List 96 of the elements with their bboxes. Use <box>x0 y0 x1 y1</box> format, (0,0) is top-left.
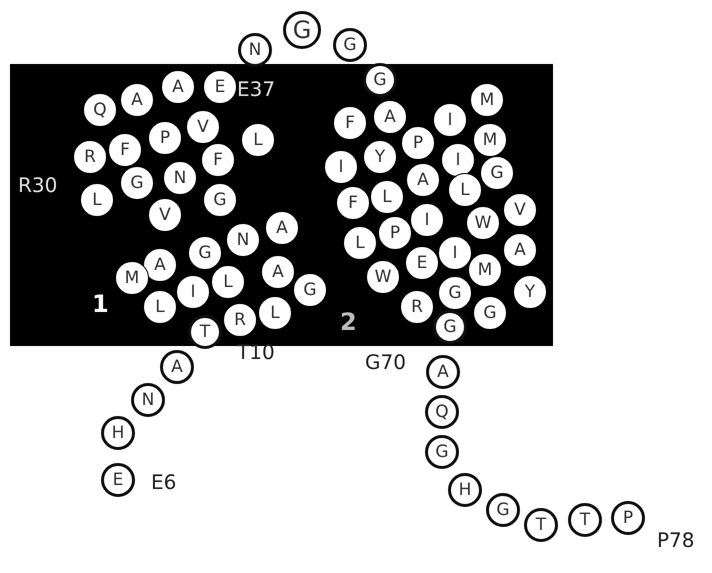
residue-letter: L <box>355 234 365 252</box>
residue-circle <box>611 501 645 535</box>
residue-letter: L <box>223 274 233 290</box>
residue-letter: T <box>200 324 210 340</box>
residue-letter: G <box>448 284 462 302</box>
residue-letter: W <box>374 268 392 286</box>
residue-letter: F <box>345 114 355 132</box>
residue-letter: N <box>236 232 250 248</box>
residue-letter: W <box>474 214 492 232</box>
residue-letter: A <box>417 172 429 188</box>
residue-letter: A <box>437 364 449 380</box>
residue-letter: P <box>622 510 634 526</box>
residue-letter: G <box>343 36 357 54</box>
residue-letter: L <box>253 132 263 148</box>
residue-circle <box>425 435 459 469</box>
residue-circle <box>524 508 558 542</box>
residue-circle <box>486 493 520 527</box>
residue-letter: V <box>197 118 209 136</box>
residue-number: G70 <box>365 352 406 372</box>
residue-letter: N <box>174 170 186 186</box>
residue-letter: Y <box>374 148 386 166</box>
residue-letter: H <box>112 424 124 442</box>
residue-letter: L <box>155 298 165 316</box>
residue-letter: E <box>416 254 428 272</box>
residue-letter: G <box>303 282 317 298</box>
residue-letter: E <box>112 472 124 488</box>
residue-letter: I <box>447 112 452 128</box>
residue-circle <box>425 395 459 429</box>
residue-letter: A <box>131 92 143 108</box>
residue-number: R30 <box>18 175 58 195</box>
helix-number: 2 <box>340 310 357 334</box>
residue-letter: A <box>154 256 166 274</box>
residue-letter: P <box>160 130 170 146</box>
residue-letter: F <box>120 142 130 158</box>
residue-letter: M <box>124 270 140 286</box>
residue-letter: E <box>214 78 226 96</box>
residue-letter: G <box>490 164 504 182</box>
residue-number: P78 <box>657 530 695 550</box>
residue-letter: T <box>536 516 546 534</box>
residue-letter: G <box>292 18 312 42</box>
residue-letter: Q <box>93 102 107 118</box>
residue-letter: A <box>272 264 284 280</box>
residue-letter: H <box>458 482 472 498</box>
residue-letter: L <box>270 304 280 322</box>
residue-letter: I <box>424 212 430 228</box>
residue-letter: I <box>452 244 458 262</box>
residue-letter: A <box>172 78 184 96</box>
residue-letter: A <box>276 220 288 236</box>
residue-letter: G <box>443 318 457 336</box>
residue-letter: M <box>482 132 498 148</box>
residue-circle <box>160 350 194 384</box>
residue-letter: L <box>92 192 102 208</box>
residue-circle <box>238 33 272 67</box>
residue-letter: G <box>435 444 449 460</box>
residue-circle <box>426 355 460 389</box>
helix-number: 1 <box>92 292 109 316</box>
residue-number: T10 <box>237 342 275 362</box>
residue-letter: R <box>234 312 246 328</box>
residue-letter: G <box>213 192 227 208</box>
residue-letter: L <box>460 182 470 198</box>
residue-letter: Y <box>524 284 536 300</box>
residue-letter: R <box>411 298 423 316</box>
residue-letter: P <box>412 134 424 152</box>
residue-letter: G <box>130 174 144 192</box>
residue-letter: L <box>382 188 392 206</box>
residue-circle <box>568 503 602 537</box>
residue-letter: A <box>171 358 183 376</box>
residue-letter: I <box>455 152 460 168</box>
residue-letter: P <box>390 224 400 242</box>
residue-circle <box>131 383 165 417</box>
residue-circle <box>101 463 135 497</box>
residue-letter: V <box>514 202 526 218</box>
residue-letter: A <box>514 242 526 258</box>
residue-letter: G <box>373 72 387 88</box>
residue-letter: N <box>142 392 154 408</box>
residue-number: E37 <box>237 79 276 99</box>
residue-letter: Q <box>435 404 449 420</box>
residue-circle <box>333 28 367 62</box>
residue-letter: A <box>384 108 396 126</box>
residue-letter: V <box>159 206 171 224</box>
residue-letter: M <box>478 262 492 278</box>
residue-letter: M <box>480 92 494 108</box>
residue-letter: I <box>190 284 196 300</box>
residue-letter: T <box>580 512 590 528</box>
residue-letter: G <box>198 244 212 262</box>
residue-letter: R <box>84 148 96 166</box>
residue-letter: I <box>338 158 344 176</box>
residue-circle <box>448 473 482 507</box>
residue-letter: G <box>483 304 497 322</box>
residue-letter: G <box>496 502 510 518</box>
residue-letter: F <box>348 194 358 212</box>
residue-letter: N <box>248 42 262 58</box>
residue-number: E6 <box>151 472 176 492</box>
residue-letter: F <box>213 152 223 168</box>
residue-circle <box>283 11 321 49</box>
residue-circle <box>101 416 135 450</box>
